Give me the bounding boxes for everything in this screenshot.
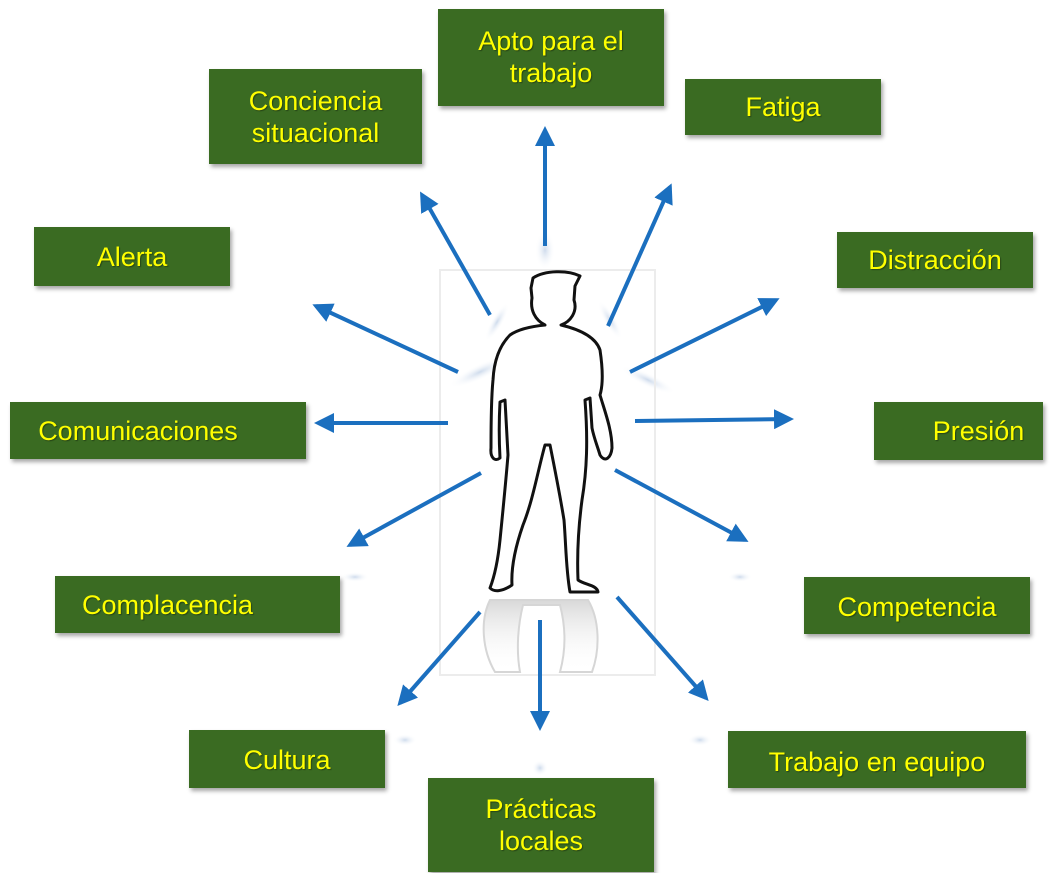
label-competencia: Competencia — [837, 592, 997, 622]
box-cultura: Cultura — [189, 730, 385, 788]
box-apto-para-el-trabajo: Apto para el trabajo — [438, 9, 664, 106]
figure-backdrop — [439, 269, 656, 676]
box-comunicaciones: Comunicaciones — [10, 402, 306, 459]
arrow-cultura — [397, 610, 482, 707]
label-cultura: Cultura — [243, 745, 331, 775]
box-distraccion: Distracción — [837, 232, 1033, 288]
arrow-distraccion — [629, 298, 780, 374]
arrow-trabajo-equipo — [615, 595, 709, 702]
label-apto-para-el-trabajo: Apto para el trabajo — [478, 26, 624, 88]
arrow-fatiga — [606, 183, 673, 327]
label-fatiga: Fatiga — [745, 92, 821, 122]
box-conciencia-situacional: Conciencia situacional — [209, 69, 422, 164]
label-presion: Presión — [932, 416, 1025, 446]
arrow-complacencia — [346, 471, 482, 547]
label-trabajo-en-equipo: Trabajo en equipo — [768, 747, 986, 777]
arrow-presion — [634, 409, 794, 430]
label-alerta: Alerta — [96, 242, 168, 272]
box-trabajo-en-equipo: Trabajo en equipo — [728, 731, 1026, 788]
box-alerta: Alerta — [34, 227, 230, 286]
label-practicas-locales: Prácticas locales — [485, 794, 597, 856]
figure-reflection — [482, 599, 599, 673]
box-practicas-locales: Prácticas locales — [428, 778, 654, 872]
glow-streaks — [341, 230, 752, 776]
person-silhouette — [488, 270, 614, 594]
label-comunicaciones: Comunicaciones — [38, 416, 238, 446]
box-fatiga: Fatiga — [685, 79, 881, 135]
label-complacencia: Complacencia — [81, 590, 254, 620]
arrow-competencia — [614, 468, 749, 542]
label-distraccion: Distracción — [868, 245, 1002, 275]
label-conciencia-situacional: Conciencia situacional — [248, 86, 383, 148]
box-presion: Presión — [874, 402, 1043, 460]
box-competencia: Competencia — [804, 577, 1030, 634]
arrow-conciencia — [420, 191, 492, 316]
arrows — [312, 126, 794, 731]
arrow-alerta — [312, 303, 459, 374]
box-complacencia: Complacencia — [55, 576, 340, 633]
